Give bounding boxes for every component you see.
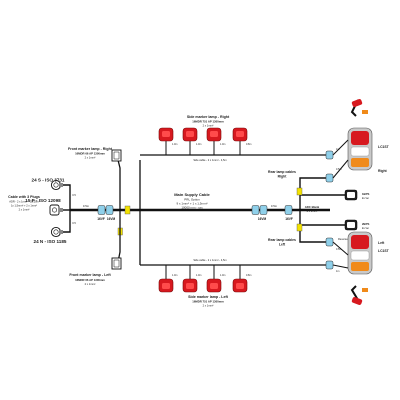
plate-lamp-a	[344, 189, 358, 201]
side-left-len-3: 1.0m	[220, 274, 225, 277]
front-left-spec: 16MDR 66 AP 1300mm	[75, 278, 105, 282]
reverse-label: Reverse	[338, 237, 348, 241]
side-left-lamp-3	[206, 265, 222, 293]
side-left-end-connector	[325, 260, 334, 270]
side-right-lamp-3	[206, 127, 222, 155]
main-right-conn-b: 16VF	[285, 217, 293, 221]
side-left-lamp-1	[158, 265, 174, 293]
main-left-conn-a: 16VF	[97, 217, 105, 221]
side-right-end-connector	[325, 150, 334, 160]
side-left-len-4: 0.8m	[246, 274, 251, 277]
rear-left-marker-arm	[350, 285, 368, 305]
plate-a-label: 1BPS	[362, 192, 369, 196]
side-right-wire: 2 x 1mm²	[203, 124, 214, 128]
main-left-connector	[97, 205, 114, 215]
rear-left-connector	[325, 237, 334, 247]
plug-15	[49, 204, 63, 216]
side-right-lamp-4	[232, 127, 248, 155]
side-left-spec: 16MDR 751 AP 1300mm	[192, 300, 224, 304]
cable-3plugs-spec-c: 2 x 1mm²	[19, 208, 30, 212]
plate-b-label2: Ex.Ver	[362, 227, 369, 230]
rear-cable-left-label-1: Rear lamp cables	[268, 238, 296, 242]
main-cable-title: Main Supply Cable	[174, 192, 210, 197]
main-cable-spec3: 10000 mm - xxx	[181, 206, 203, 210]
rear-right-connector	[325, 173, 334, 183]
front-right-wire-label: 2 x 1mm²	[85, 156, 96, 160]
rear-lamp-left	[347, 231, 373, 275]
rear-lamp-right	[347, 127, 373, 171]
front-left-title: Front marker lamp - Left	[69, 273, 111, 277]
front-right-title: Front marker lamp - Right	[68, 147, 113, 151]
plug-24n-label: 24 N - ISO 1185	[34, 239, 67, 244]
side-right-len-4: 0.8m	[246, 143, 251, 146]
plug-branches	[62, 184, 71, 233]
plug-24s	[50, 179, 63, 191]
cable-3plugs-title: Cable with 3 Plugs	[8, 195, 40, 199]
rear-right-tag: Right	[378, 169, 388, 173]
side-right-lamp-2	[182, 127, 198, 155]
cable-3plugs-spec-a: ADR - 2 x 1mm² - 25,00m	[9, 200, 39, 204]
side-right-len-2: 1.0m	[196, 143, 201, 146]
main-junction-len: 0.5m	[271, 204, 278, 208]
cable-3plugs-spec-b: 1x 1,5mm² + 2 x 1mm²	[11, 204, 37, 208]
rear-len-c: 0.5m	[336, 248, 341, 251]
rear-len-d: 1m	[336, 270, 339, 273]
plug-15-label: 15 P - ISO 12098	[25, 198, 61, 203]
main-right-conn-a: 16VM	[258, 217, 267, 221]
side-left-lamp-4	[232, 265, 248, 293]
rear-left-yellow-marker	[296, 223, 303, 232]
side-left-title: Side marker lamp - Left	[188, 295, 229, 299]
side-left-lamp-2	[182, 265, 198, 293]
rear-left-tag: Left	[378, 241, 385, 245]
front-marker-left-wire	[117, 210, 121, 263]
rear-lamp-code-left: LC1ST	[378, 249, 390, 253]
plug-len-a: 0.5	[72, 193, 76, 197]
front-marker-right-wire	[117, 159, 121, 210]
side-right-spec: 16MDR 751 AP 1300mm	[192, 120, 224, 124]
rear-center-label-1: ADC Blank	[305, 205, 320, 209]
rear-center-label-2: 2 x 1mm²	[307, 209, 318, 213]
side-left-wire: 2 x 1mm²	[203, 304, 214, 308]
plate-lamp-b	[344, 219, 358, 231]
rear-right-yellow-marker	[296, 187, 303, 196]
rear-right-marker-arm	[350, 99, 368, 117]
front-marker-right-lamp	[111, 149, 122, 162]
side-right-lamp-1	[158, 127, 174, 155]
side-right-lamps	[158, 127, 248, 155]
side-left-len-1: 1.0m	[172, 274, 177, 277]
rear-cable-right-label-1: Rear lamp cables	[268, 170, 296, 174]
side-right-cable-note: Side cable - 2 x 1mm² - 4,5m	[193, 158, 226, 162]
plug-24s-label: 24 S - ISO 3731	[32, 178, 65, 183]
plate-b-label: 2BPS	[362, 222, 369, 226]
rear-len-b: 1m	[336, 148, 339, 151]
main-left-conn-b: 16VM	[107, 217, 116, 221]
rear-len-a: 0.5m	[336, 168, 341, 171]
rear-lamp-code-right: LC1ST	[378, 145, 390, 149]
main-cable-spec1: PRL Option	[184, 198, 200, 202]
side-right-title: Side marker lamp - Right	[187, 115, 230, 119]
rear-cable-left-label-2: Left	[279, 243, 286, 247]
plug-24n	[50, 226, 63, 238]
side-left-len-2: 1.0m	[196, 274, 201, 277]
plate-a-label2: Ex.Ver	[362, 197, 369, 200]
front-marker-left-lamp	[111, 257, 122, 270]
front-left-wire-label: 2 x 1mm²	[85, 282, 96, 286]
main-left-note: 0.5m	[83, 204, 90, 208]
side-left-cable-note: Side cable - 2 x 1mm² - 4,5m	[193, 258, 226, 262]
rear-lamp-wires	[332, 139, 349, 269]
side-left-lamps	[158, 265, 248, 293]
side-right-len-3: 1.0m	[220, 143, 225, 146]
main-cable-spec2: 9 x 1mm² + 1 x 1,5mm²	[177, 202, 208, 206]
plug-len-b: 0.5	[72, 221, 76, 225]
side-right-len-1: 1.0m	[172, 143, 177, 146]
front-right-spec: 16MDR 66 AP 1300mm	[75, 152, 105, 156]
rear-cable-right-label-2: Right	[278, 175, 288, 179]
